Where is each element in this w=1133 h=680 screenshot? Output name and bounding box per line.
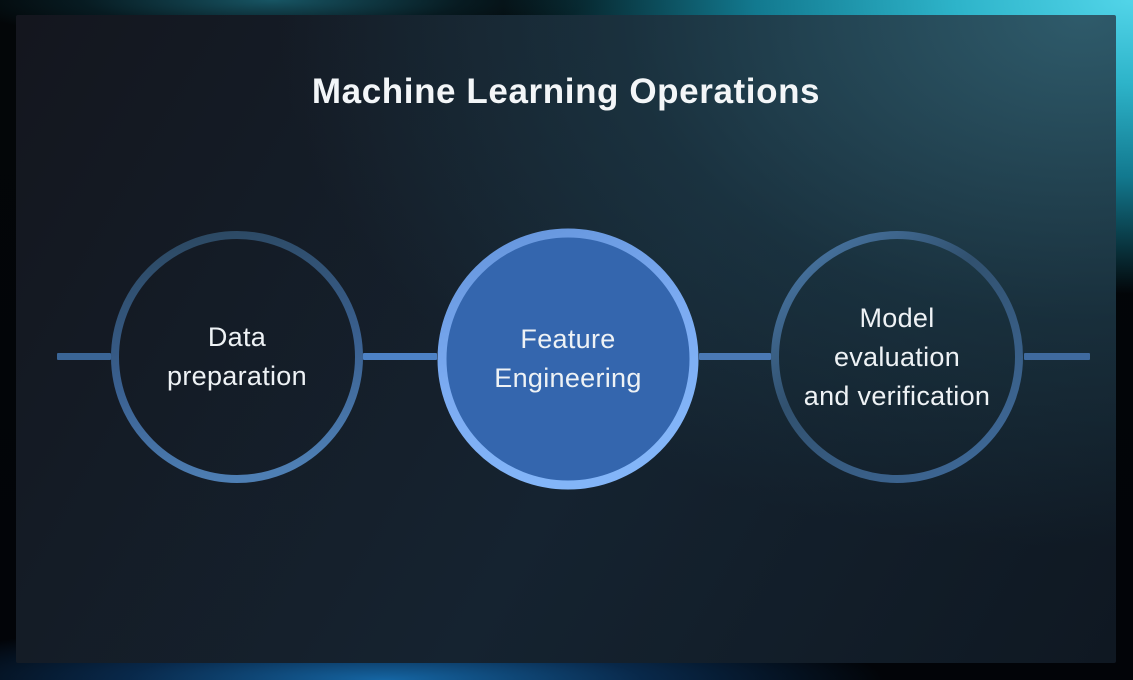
label-line: preparation bbox=[167, 361, 307, 391]
circle-outline bbox=[111, 231, 363, 483]
connector-stub-right bbox=[1024, 353, 1090, 360]
connector-node1-node2 bbox=[363, 353, 437, 360]
node-label: Data preparation bbox=[111, 231, 363, 483]
node-model-evaluation: Model evaluation and verification bbox=[771, 231, 1023, 483]
label-line: evaluation bbox=[833, 341, 961, 372]
node-label: Feature Engineering bbox=[437, 228, 699, 490]
node-feature-engineering: Feature Engineering bbox=[437, 228, 699, 490]
page-title: Machine Learning Operations bbox=[311, 72, 821, 111]
slide-panel: Machine Learning Operations Data prepara… bbox=[16, 15, 1116, 663]
label-line: Model bbox=[859, 302, 935, 333]
connector-node2-node3 bbox=[699, 353, 771, 360]
label-line: Data bbox=[207, 322, 267, 352]
label-line: Feature bbox=[520, 324, 616, 354]
label-line: Engineering bbox=[494, 363, 642, 393]
label-line: and verification bbox=[803, 380, 991, 411]
node-data-preparation: Data preparation bbox=[111, 231, 363, 483]
circle-filled bbox=[437, 228, 699, 490]
connector-stub-left bbox=[57, 353, 111, 360]
node-label: Model evaluation and verification bbox=[771, 231, 1023, 483]
circle-outline bbox=[771, 231, 1023, 483]
